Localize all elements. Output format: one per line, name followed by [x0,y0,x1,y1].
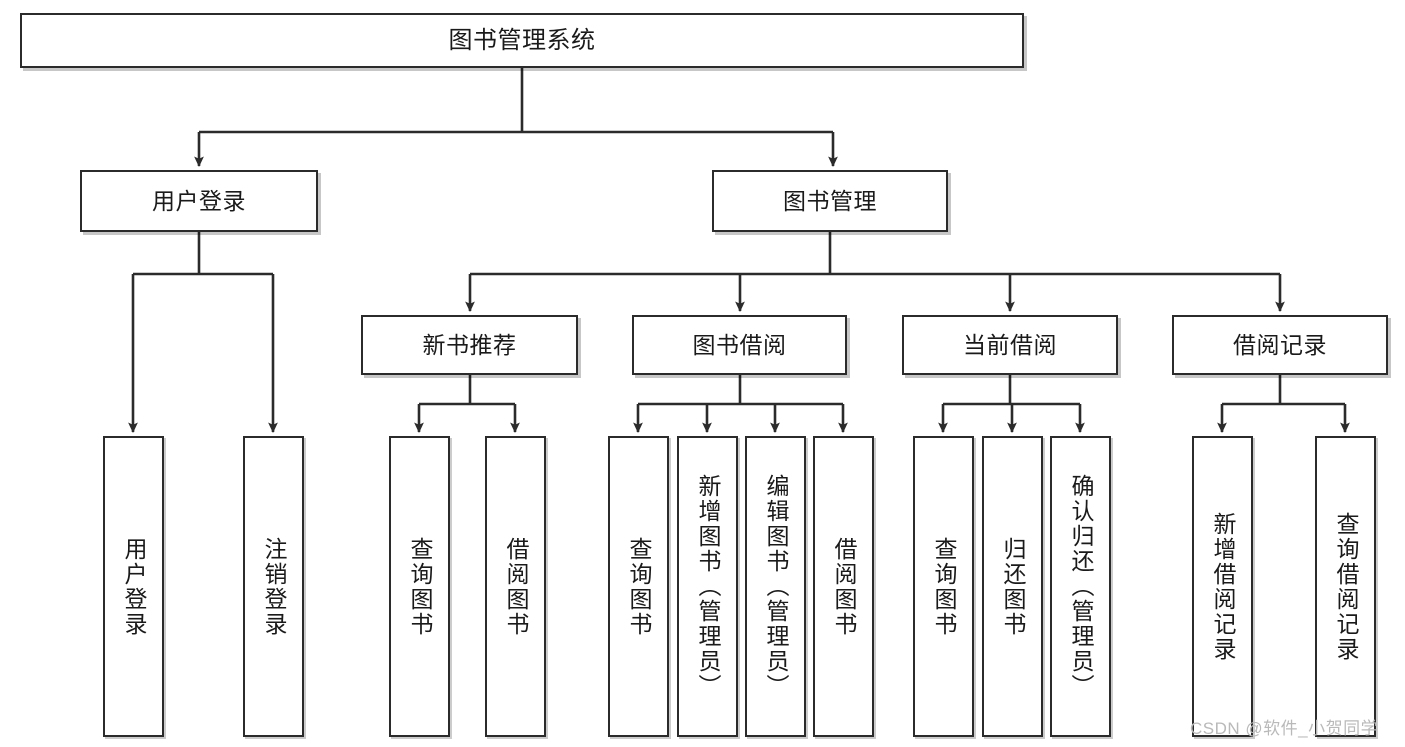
node-new-book-recommendation[interactable]: 新书推荐 [361,315,578,375]
node-label: 编辑图书（管理员） [763,474,789,699]
node-label: 归还图书 [1000,536,1026,637]
node-leaf-confirm-return-admin[interactable]: 确认归还（管理员） [1050,436,1111,737]
node-book-management-system[interactable]: 图书管理系统 [20,13,1024,68]
node-label: 确认归还（管理员） [1068,474,1094,699]
node-label: 查询图书 [407,536,433,637]
node-leaf-add-borrow-record[interactable]: 新增借阅记录 [1192,436,1253,737]
node-label: 借阅图书 [831,536,857,637]
node-label: 图书管理 [783,187,877,214]
node-label: 查询图书 [626,536,652,637]
node-leaf-borrow-book-borrowing[interactable]: 借阅图书 [813,436,874,737]
node-label: 借阅图书 [503,536,529,637]
node-label: 查询借阅记录 [1333,511,1359,662]
node-leaf-user-login[interactable]: 用户登录 [103,436,164,737]
node-label: 用户登录 [152,187,246,214]
node-label: 注销登录 [261,536,287,637]
node-leaf-query-borrow-record[interactable]: 查询借阅记录 [1315,436,1376,737]
node-label: 新书推荐 [422,331,517,358]
node-current-borrowing[interactable]: 当前借阅 [902,315,1118,375]
node-label: 当前借阅 [963,331,1057,358]
node-borrow-records[interactable]: 借阅记录 [1172,315,1388,375]
node-book-borrowing[interactable]: 图书借阅 [632,315,847,375]
node-leaf-query-book-recommendation[interactable]: 查询图书 [389,436,450,737]
node-leaf-add-book-admin[interactable]: 新增图书（管理员） [677,436,738,737]
node-leaf-return-book[interactable]: 归还图书 [982,436,1043,737]
node-label: 图书管理系统 [448,26,596,54]
node-label: 查询图书 [931,536,957,637]
node-leaf-query-book-borrowing[interactable]: 查询图书 [608,436,669,737]
node-book-management[interactable]: 图书管理 [712,170,948,232]
node-leaf-user-logout[interactable]: 注销登录 [243,436,304,737]
node-leaf-borrow-book-recommendation[interactable]: 借阅图书 [485,436,546,737]
node-label: 新增借阅记录 [1210,511,1236,662]
node-label: 用户登录 [121,536,147,637]
node-user-login[interactable]: 用户登录 [80,170,318,232]
csdn-watermark: CSDN @软件_小贺同学 [1190,719,1379,738]
node-leaf-edit-book-admin[interactable]: 编辑图书（管理员） [745,436,806,737]
node-label: 新增图书（管理员） [695,474,721,699]
node-leaf-query-book-current[interactable]: 查询图书 [913,436,974,737]
node-label: 图书借阅 [692,331,787,358]
node-label: 借阅记录 [1233,331,1327,358]
